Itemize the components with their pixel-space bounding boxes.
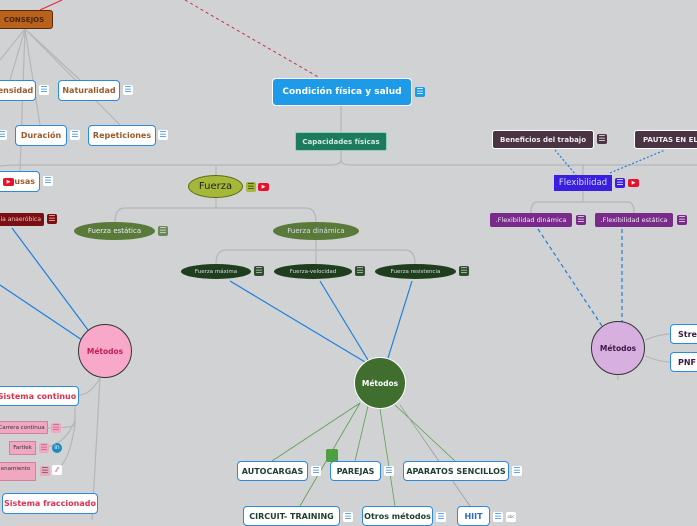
sistema-continuo[interactable]: Sistema continuo xyxy=(0,386,79,406)
entrenamiento-node[interactable]: enamiento xyxy=(0,462,36,481)
flexibilidad-estatica[interactable]: .Flexibilidad estática xyxy=(595,213,673,227)
green-marker[interactable] xyxy=(326,449,338,462)
fuerza-dinamica[interactable]: Fuerza dinámica xyxy=(273,222,359,240)
fuerza-velocidad[interactable]: Fuerza-velocidad xyxy=(274,264,352,279)
metodo-circuit-training[interactable]: CIRCUIT- TRAINING xyxy=(243,506,340,526)
consejo-pausas[interactable]: usas xyxy=(0,171,40,192)
stretching-node[interactable]: Stretc xyxy=(670,324,697,344)
notes-icon[interactable]: ☰ xyxy=(512,466,522,476)
notes-icon[interactable]: ☰ xyxy=(70,130,80,140)
notes-icon[interactable]: ☰ xyxy=(246,182,256,192)
consejo-repeticiones[interactable]: Repeticiones xyxy=(88,125,156,146)
metodo-parejas[interactable]: PAREJAS xyxy=(330,461,381,481)
notes-icon[interactable]: ☰ xyxy=(40,466,50,476)
metodo-aparatos-sencillos[interactable]: APARATOS SENCILLOS xyxy=(403,461,509,481)
notes-icon[interactable]: ☰ xyxy=(459,266,469,276)
root-node[interactable]: Condición física y salud xyxy=(272,78,412,106)
metodo-hiit[interactable]: HIIT xyxy=(457,506,490,526)
flexibilidad-node[interactable]: Flexibilidad xyxy=(554,175,612,191)
notes-icon[interactable]: ☰ xyxy=(493,512,503,522)
notes-icon[interactable]: ☰ xyxy=(343,512,353,522)
notes-icon[interactable]: ☰ xyxy=(0,130,7,140)
metodos-resistencia[interactable]: Métodos xyxy=(78,324,132,378)
fuerza-maxima[interactable]: Fuerza máxima xyxy=(181,264,251,279)
youtube-icon[interactable]: ▶ xyxy=(628,179,639,187)
notes-icon[interactable]: ☰ xyxy=(158,226,168,236)
notes-icon[interactable]: ☰ xyxy=(677,215,687,225)
notes-icon[interactable]: ☰ xyxy=(51,423,61,433)
notes-icon[interactable]: ☰ xyxy=(311,466,321,476)
notes-icon[interactable]: ☰ xyxy=(254,266,264,276)
metodos-flexibilidad[interactable]: Métodos xyxy=(591,321,645,375)
pautas-node[interactable]: PAUTAS EN EL xyxy=(634,130,697,149)
notes-icon[interactable]: ☰ xyxy=(123,85,133,95)
anaerobica-node[interactable]: cia anaeróbica xyxy=(0,213,44,226)
consejo-intensidad[interactable]: ensidad xyxy=(0,80,36,101)
flexibilidad-dinamica[interactable]: .Flexibilidad dinámica xyxy=(490,213,572,227)
beneficios-node[interactable]: Beneficios del trabajo xyxy=(492,130,594,149)
consejo-naturalidad[interactable]: Naturalidad xyxy=(58,80,120,101)
fartlek[interactable]: Fartlek xyxy=(9,441,36,455)
notes-icon[interactable]: ☰ xyxy=(43,176,53,186)
fuerza-resistencia[interactable]: Fuerza resistencia xyxy=(375,264,456,279)
consejos-node[interactable]: CONSEJOS xyxy=(0,10,53,29)
capacidades-node[interactable]: Capacidades físicas xyxy=(295,132,387,151)
linkedin-icon[interactable]: in xyxy=(52,443,62,453)
consejo-duracion[interactable]: Duración xyxy=(15,125,67,146)
sistema-fraccionado[interactable]: Sistema fraccionado xyxy=(2,493,98,514)
metodos-fuerza[interactable]: Métodos xyxy=(354,357,406,409)
notes-icon[interactable]: ☰ xyxy=(39,85,49,95)
pnf-node[interactable]: PNF xyxy=(670,352,697,372)
notes-icon[interactable]: ☰ xyxy=(39,443,49,453)
notes-icon[interactable]: ☰ xyxy=(597,134,607,144)
notes-icon[interactable]: ☰ xyxy=(384,466,394,476)
metodo-otros[interactable]: Otros métodos xyxy=(362,506,433,526)
abc-icon[interactable]: abc xyxy=(506,512,516,522)
notes-icon[interactable]: ☰ xyxy=(355,266,365,276)
notes-icon[interactable]: ☰ xyxy=(576,215,586,225)
youtube-icon[interactable]: ▶ xyxy=(258,183,269,191)
metodo-autocargas[interactable]: AUTOCARGAS xyxy=(237,461,308,481)
notes-icon[interactable]: ☰ xyxy=(436,512,446,522)
notes-icon[interactable]: ☰ xyxy=(615,178,625,188)
fuerza-node[interactable]: Fuerza xyxy=(188,175,243,198)
notes-icon[interactable]: ☰ xyxy=(158,130,168,140)
notes-icon[interactable]: ☰ xyxy=(47,214,57,224)
image-icon[interactable]: ⁄⁄ xyxy=(52,465,62,475)
fuerza-estatica[interactable]: Fuerza estática xyxy=(74,222,155,240)
notes-icon[interactable]: ☰ xyxy=(415,87,425,97)
carrera-continua[interactable]: Carrera continua xyxy=(0,421,48,434)
youtube-icon[interactable]: ▶ xyxy=(3,178,14,186)
